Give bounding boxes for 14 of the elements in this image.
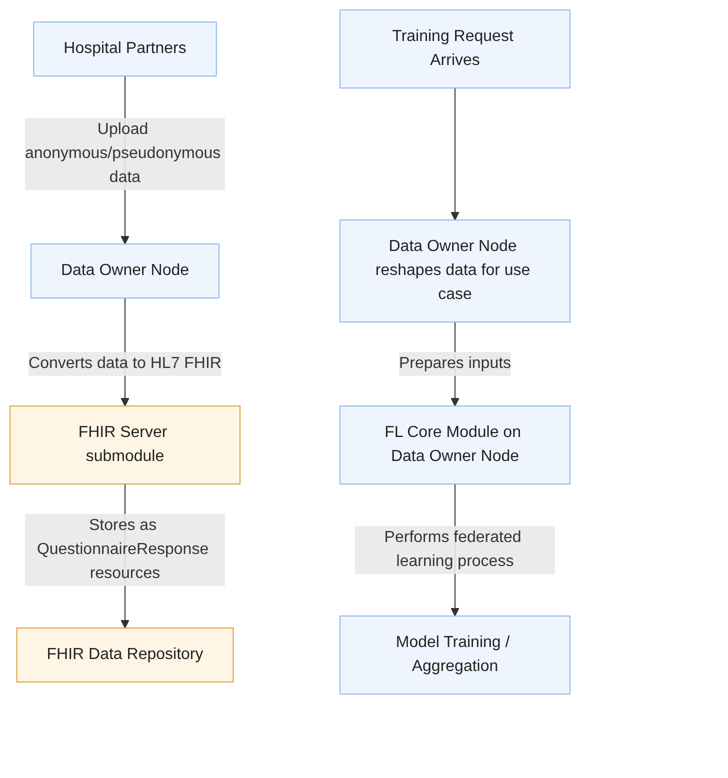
arrow (450, 88, 460, 220)
node-box: FHIR Server submodule (10, 406, 240, 484)
node-box: Data Owner Node (30, 244, 220, 298)
node-box: Model Training / Aggregation (340, 616, 570, 694)
edge-label: Stores as QuestionnaireResponse resources (36, 517, 209, 582)
node-box: Hospital Partners (33, 22, 217, 76)
node-box: FHIR Data Repository (16, 628, 234, 682)
edge-label: Upload anonymous/pseudonymous data (24, 121, 221, 186)
edge-label: Prepares inputs (398, 355, 512, 372)
node-box: Training Request Arrives (340, 10, 570, 88)
edge-label: Performs federated learning process (384, 529, 522, 570)
edge-label: Converts data to HL7 FHIR (28, 355, 222, 372)
node-box: FL Core Module on Data Owner Node (340, 406, 570, 484)
node-box: Data Owner Node reshapes data for use case (340, 220, 570, 322)
